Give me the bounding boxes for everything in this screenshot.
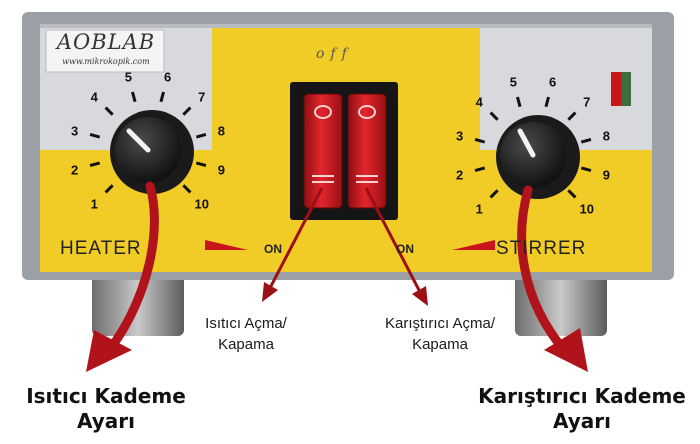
- heater-dial-number-9: 9: [218, 163, 225, 178]
- stirrer-dial-tick-5: [516, 96, 522, 108]
- heater-dial-number-3: 3: [71, 123, 78, 138]
- heater-dial-tick-9: [195, 161, 207, 167]
- on-label-left: ON: [264, 242, 282, 256]
- heater-dial-number-2: 2: [71, 163, 78, 178]
- heater-dial-number-8: 8: [218, 123, 225, 138]
- heater-dial-tick-7: [182, 106, 192, 116]
- stirrer-dial-number-8: 8: [603, 128, 610, 143]
- stirrer-dial-tick-4: [489, 111, 499, 121]
- stirrer-level-caption-line1: Karıştırıcı Kademe: [478, 384, 686, 408]
- heater-dial-number-1: 1: [91, 197, 98, 212]
- heater-knob-pointer: [126, 128, 151, 153]
- heater-dial-tick-1: [104, 184, 114, 194]
- stirrer-level-arrowhead: [544, 328, 588, 372]
- heater-level-arrow: [103, 181, 159, 357]
- stirrer-level-arrow: [517, 185, 569, 355]
- stirrer-dial-number-6: 6: [549, 75, 556, 90]
- heater-dial-tick-4: [104, 106, 114, 116]
- switch-right-i-mark: [356, 175, 378, 183]
- heater-dial-tick-6: [159, 91, 165, 103]
- heater-level-caption-line2: Ayarı: [76, 409, 136, 433]
- annotation-arrows: [86, 181, 588, 372]
- stirrer-dial-number-3: 3: [456, 128, 463, 143]
- stirrer-dial-number-7: 7: [583, 94, 590, 109]
- stirrer-dial-tick-6: [544, 96, 550, 108]
- stirrer-dial-tick-2: [474, 166, 486, 172]
- stirrer-dial-number-5: 5: [510, 75, 517, 90]
- switch-left-i-mark: [312, 175, 334, 183]
- heater-dial-number-10: 10: [195, 197, 209, 212]
- heater-dial-number-4: 4: [91, 89, 99, 104]
- logo-website: www.mikrokopik.com: [62, 57, 150, 66]
- switch-right-o-mark: [358, 105, 376, 119]
- heater-level-caption: Isıtıcı Kademe Ayarı: [6, 384, 206, 434]
- stirrer-switch-arrow: [364, 187, 422, 293]
- stirrer-switch-arrowhead: [412, 286, 428, 306]
- heater-dial-number-7: 7: [198, 89, 205, 104]
- stirrer-switch-caption-line2: Kapama: [412, 336, 468, 353]
- heater-dial-tick-3: [89, 133, 101, 139]
- stirrer-knob-pointer: [517, 128, 536, 158]
- stirrer-switch-caption-line1: Karıştırıcı Açma/: [384, 315, 496, 332]
- logo-brand: AOBLAB: [56, 30, 156, 54]
- stirrer-power-switch: [347, 93, 387, 209]
- heater-dial-tick-2: [89, 161, 101, 167]
- heater-level-caption-line1: Isıtıcı Kademe: [26, 384, 186, 408]
- heater-dial-tick-5: [131, 91, 137, 103]
- stirrer-dial-number-2: 2: [456, 168, 463, 183]
- switch-left-o-mark: [314, 105, 332, 119]
- heater-dial-number-6: 6: [164, 70, 171, 85]
- stirrer-dial-number-1: 1: [476, 202, 483, 217]
- logo-box: [45, 29, 165, 73]
- heater-dial-tick-10: [182, 184, 192, 194]
- panel-top-strip: [40, 24, 652, 28]
- heater-power-switch: [303, 93, 343, 209]
- heater-switch-arrow: [268, 187, 324, 289]
- heater-dial-tick-8: [195, 133, 207, 139]
- stirrer-dial-scale: 1 2 3 4 5 6 7 8 9 10: [456, 75, 610, 217]
- stirrer-dial-tick-7: [567, 111, 577, 121]
- stirrer-on-marker: [452, 240, 495, 250]
- stirrer-level-caption-line2: Ayarı: [552, 409, 612, 433]
- stirrer-dial-tick-10: [567, 189, 577, 199]
- stirrer-dial-tick-8: [580, 138, 592, 144]
- stirrer-dial-number-10: 10: [580, 202, 594, 217]
- stirrer-level-caption: Karıştırıcı Kademe Ayarı: [468, 384, 696, 434]
- stirrer-dial-number-9: 9: [603, 168, 610, 183]
- heater-dial-scale: 1 2 3 4 5 6 7 8 9 10: [71, 70, 225, 212]
- heater-switch-caption-line1: Isıtıcı Açma/: [205, 315, 287, 332]
- heater-dial-number-5: 5: [125, 70, 132, 85]
- on-label-right: ON: [396, 242, 414, 256]
- stirrer-label: STIRRER: [496, 238, 587, 259]
- stirrer-dial-number-4: 4: [476, 94, 484, 109]
- heater-label: HEATER: [60, 238, 142, 259]
- heater-level-arrowhead: [86, 330, 132, 372]
- stirrer-dial-tick-3: [474, 138, 486, 144]
- heater-on-marker: [205, 240, 248, 250]
- stirrer-dial-tick-1: [489, 189, 499, 199]
- heater-switch-arrowhead: [262, 282, 278, 302]
- stirrer-dial-tick-9: [580, 166, 592, 172]
- indicator-green: [621, 72, 631, 106]
- stirrer-switch-caption: Karıştırıcı Açma/ Kapama: [360, 313, 520, 355]
- indicator-red: [611, 72, 621, 106]
- heater-switch-caption-line2: Kapama: [218, 336, 274, 353]
- heater-switch-caption: Isıtıcı Açma/ Kapama: [186, 313, 306, 355]
- off-label: off: [316, 46, 353, 62]
